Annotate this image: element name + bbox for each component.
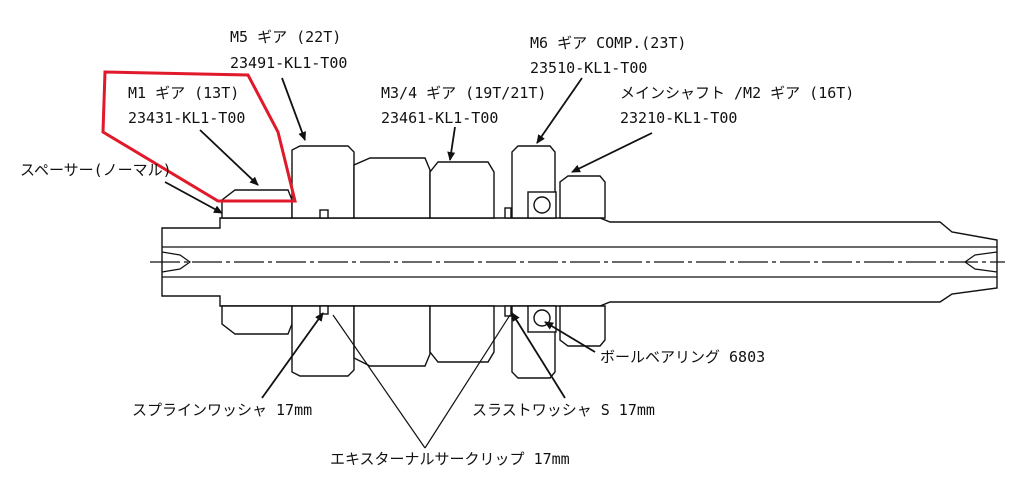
spline-washer-label: スプラインワッシャ 17mm <box>132 401 312 419</box>
m6-gear-name: M6 ギア COMP.(23T) <box>530 34 686 52</box>
spacer-label: スペーサー(ノーマル) <box>20 161 172 179</box>
ball-bearing <box>527 191 557 333</box>
thrust-washer-label: スラストワッシャ S 17mm <box>472 401 655 419</box>
m34-gear-name: M3/4 ギア (19T/21T) <box>381 84 546 102</box>
mainshaft <box>150 217 1005 307</box>
circlip-label: エキスターナルサークリップ 17mm <box>330 450 570 468</box>
gears <box>221 145 606 379</box>
m6-gear-part-number: 23510-KL1-T00 <box>530 59 647 77</box>
m1-gear-part-number: 23431-KL1-T00 <box>128 109 245 127</box>
m34-gear-part-number: 23461-KL1-T00 <box>381 109 498 127</box>
m5-gear-name: M5 ギア (22T) <box>230 28 341 46</box>
m2-gear-part-number: 23210-KL1-T00 <box>620 109 737 127</box>
ball-bearing-label: ボールベアリング 6803 <box>600 348 765 366</box>
m1-gear-highlight <box>101 70 297 203</box>
m2-gear-name: メインシャフト /M2 ギア (16T) <box>620 84 854 102</box>
m1-gear-name: M1 ギア (13T) <box>128 84 239 102</box>
m5-gear-part-number: 23491-KL1-T00 <box>230 54 347 72</box>
